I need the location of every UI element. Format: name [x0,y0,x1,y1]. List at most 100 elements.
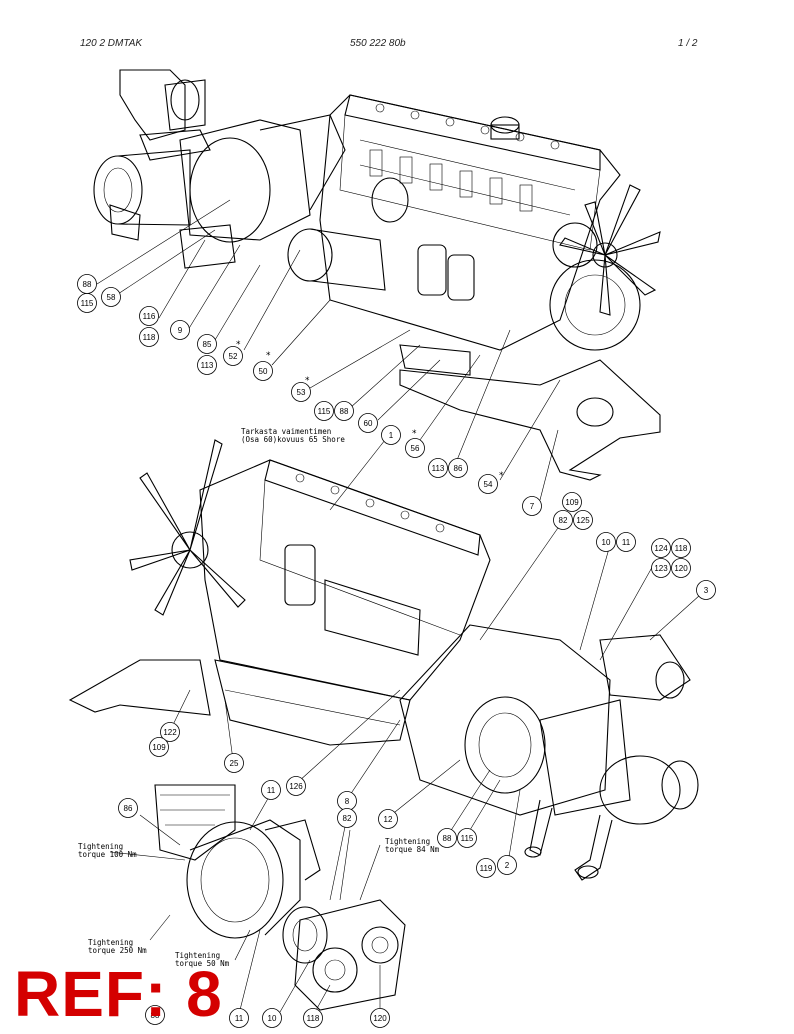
callout-label: 113 [432,464,445,473]
callout-label: 118 [307,1014,320,1023]
notes: Tarkasta vaimentimen (Osa 60)kovuus 65 S… [78,427,440,968]
callout-56: 56 [405,438,425,458]
callout-86: 86 [118,798,138,818]
callout-7: 7 [522,496,542,516]
callout-label: 25 [230,759,239,768]
svg-text:*: * [236,340,241,350]
asterisk-marks: * * * * * [236,340,504,481]
callout-label: 11 [235,1014,244,1023]
callout-113: 113 [197,355,217,375]
callout-88: 88 [334,401,354,421]
svg-text:*: * [412,429,417,439]
callout-52: 52 [223,346,243,366]
callout-label: 85 [203,340,212,349]
callout-88: 88 [77,274,97,294]
note-torque-50-1: Tightening [175,951,220,960]
middle-engine-assembly [68,439,699,881]
callout-120: 120 [671,558,691,578]
page-number: 1 / 2 [678,38,698,49]
callout-53: 53 [291,382,311,402]
callout-label: 88 [151,1011,160,1020]
callout-label: 125 [576,516,590,525]
callout-label: 113 [201,361,214,370]
callout-label: 12 [384,815,393,824]
callout-label: 123 [654,564,668,573]
callout-54: 54 [478,474,498,494]
callout-25: 25 [224,753,244,773]
callout-label: 11 [267,786,276,795]
callout-118: 118 [671,538,691,558]
note-torque-250-1: Tightening [88,938,133,947]
callout-label: 86 [124,804,133,813]
callout-label: 88 [340,407,349,416]
note-torque-50-2: torque 50 Nm [175,959,230,968]
callout-label: 115 [461,834,474,843]
part-number: 550 222 80b [350,38,406,49]
callout-label: 118 [143,333,156,342]
callout-113: 113 [428,458,448,478]
note-torque-100-1: Tightening [78,842,123,851]
reference-label: REF: 8 [14,958,223,1030]
callout-label: 8 [345,797,350,806]
callout-11: 11 [261,780,281,800]
bottom-detail-assembly [154,784,406,1011]
callout-109: 109 [149,737,169,757]
callout-10: 10 [596,532,616,552]
callout-50: 50 [253,361,273,381]
callout-label: 50 [259,367,268,376]
callout-125: 125 [573,510,593,530]
callout-label: 53 [297,388,306,397]
callout-label: 122 [163,728,177,737]
callout-label: 7 [530,502,535,511]
callout-label: 3 [704,586,709,595]
leader-lines [96,199,701,1013]
svg-text:*: * [499,471,504,481]
svg-text:*: * [305,376,310,386]
callout-115: 115 [457,828,477,848]
callout-label: 54 [484,480,493,489]
note-torque-100-2: torque 100 Nm [78,850,137,859]
callout-116: 116 [139,306,159,326]
callout-119: 119 [476,858,496,878]
callout-label: 82 [343,814,352,823]
callout-label: 82 [559,516,568,525]
callout-label: 10 [268,1014,277,1023]
callout-label: 109 [152,743,166,752]
callout-label: 124 [654,544,668,553]
callout-1: 1 [381,425,401,445]
callout-11: 11 [616,532,636,552]
callout-109: 109 [562,492,582,512]
callout-label: 60 [364,419,373,428]
callout-label: 118 [675,544,688,553]
callout-label: 86 [454,464,463,473]
callout-label: 10 [602,538,611,547]
callout-60: 60 [358,413,378,433]
note-check-damper-2: (Osa 60)kovuus 65 Shore [241,435,345,444]
callout-115: 115 [77,293,97,313]
note-check-damper-1: Tarkasta vaimentimen [241,427,331,436]
callout-115: 115 [314,401,334,421]
callout-120: 120 [370,1008,390,1028]
callout-label: 120 [674,564,688,573]
callout-86: 86 [448,458,468,478]
callout-label: 119 [480,864,493,873]
callout-2: 2 [497,855,517,875]
callout-label: 9 [178,326,183,335]
callout-9: 9 [170,320,190,340]
callout-label: 11 [622,538,631,547]
callout-label: 120 [373,1014,387,1023]
callout-label: 56 [411,444,420,453]
callout-10: 10 [262,1008,282,1028]
callout-126: 126 [286,776,306,796]
callout-label: 58 [107,293,116,302]
callout-82: 82 [553,510,573,530]
note-torque-84-2: torque 84 Nm [385,845,440,854]
top-engine-assembly [93,69,661,481]
callout-122: 122 [160,722,180,742]
drawing-code: 120 2 DMTAK [80,38,143,49]
callout-118: 118 [303,1008,323,1028]
callout-85: 85 [197,334,217,354]
callout-3: 3 [696,580,716,600]
callout-118: 118 [139,327,159,347]
